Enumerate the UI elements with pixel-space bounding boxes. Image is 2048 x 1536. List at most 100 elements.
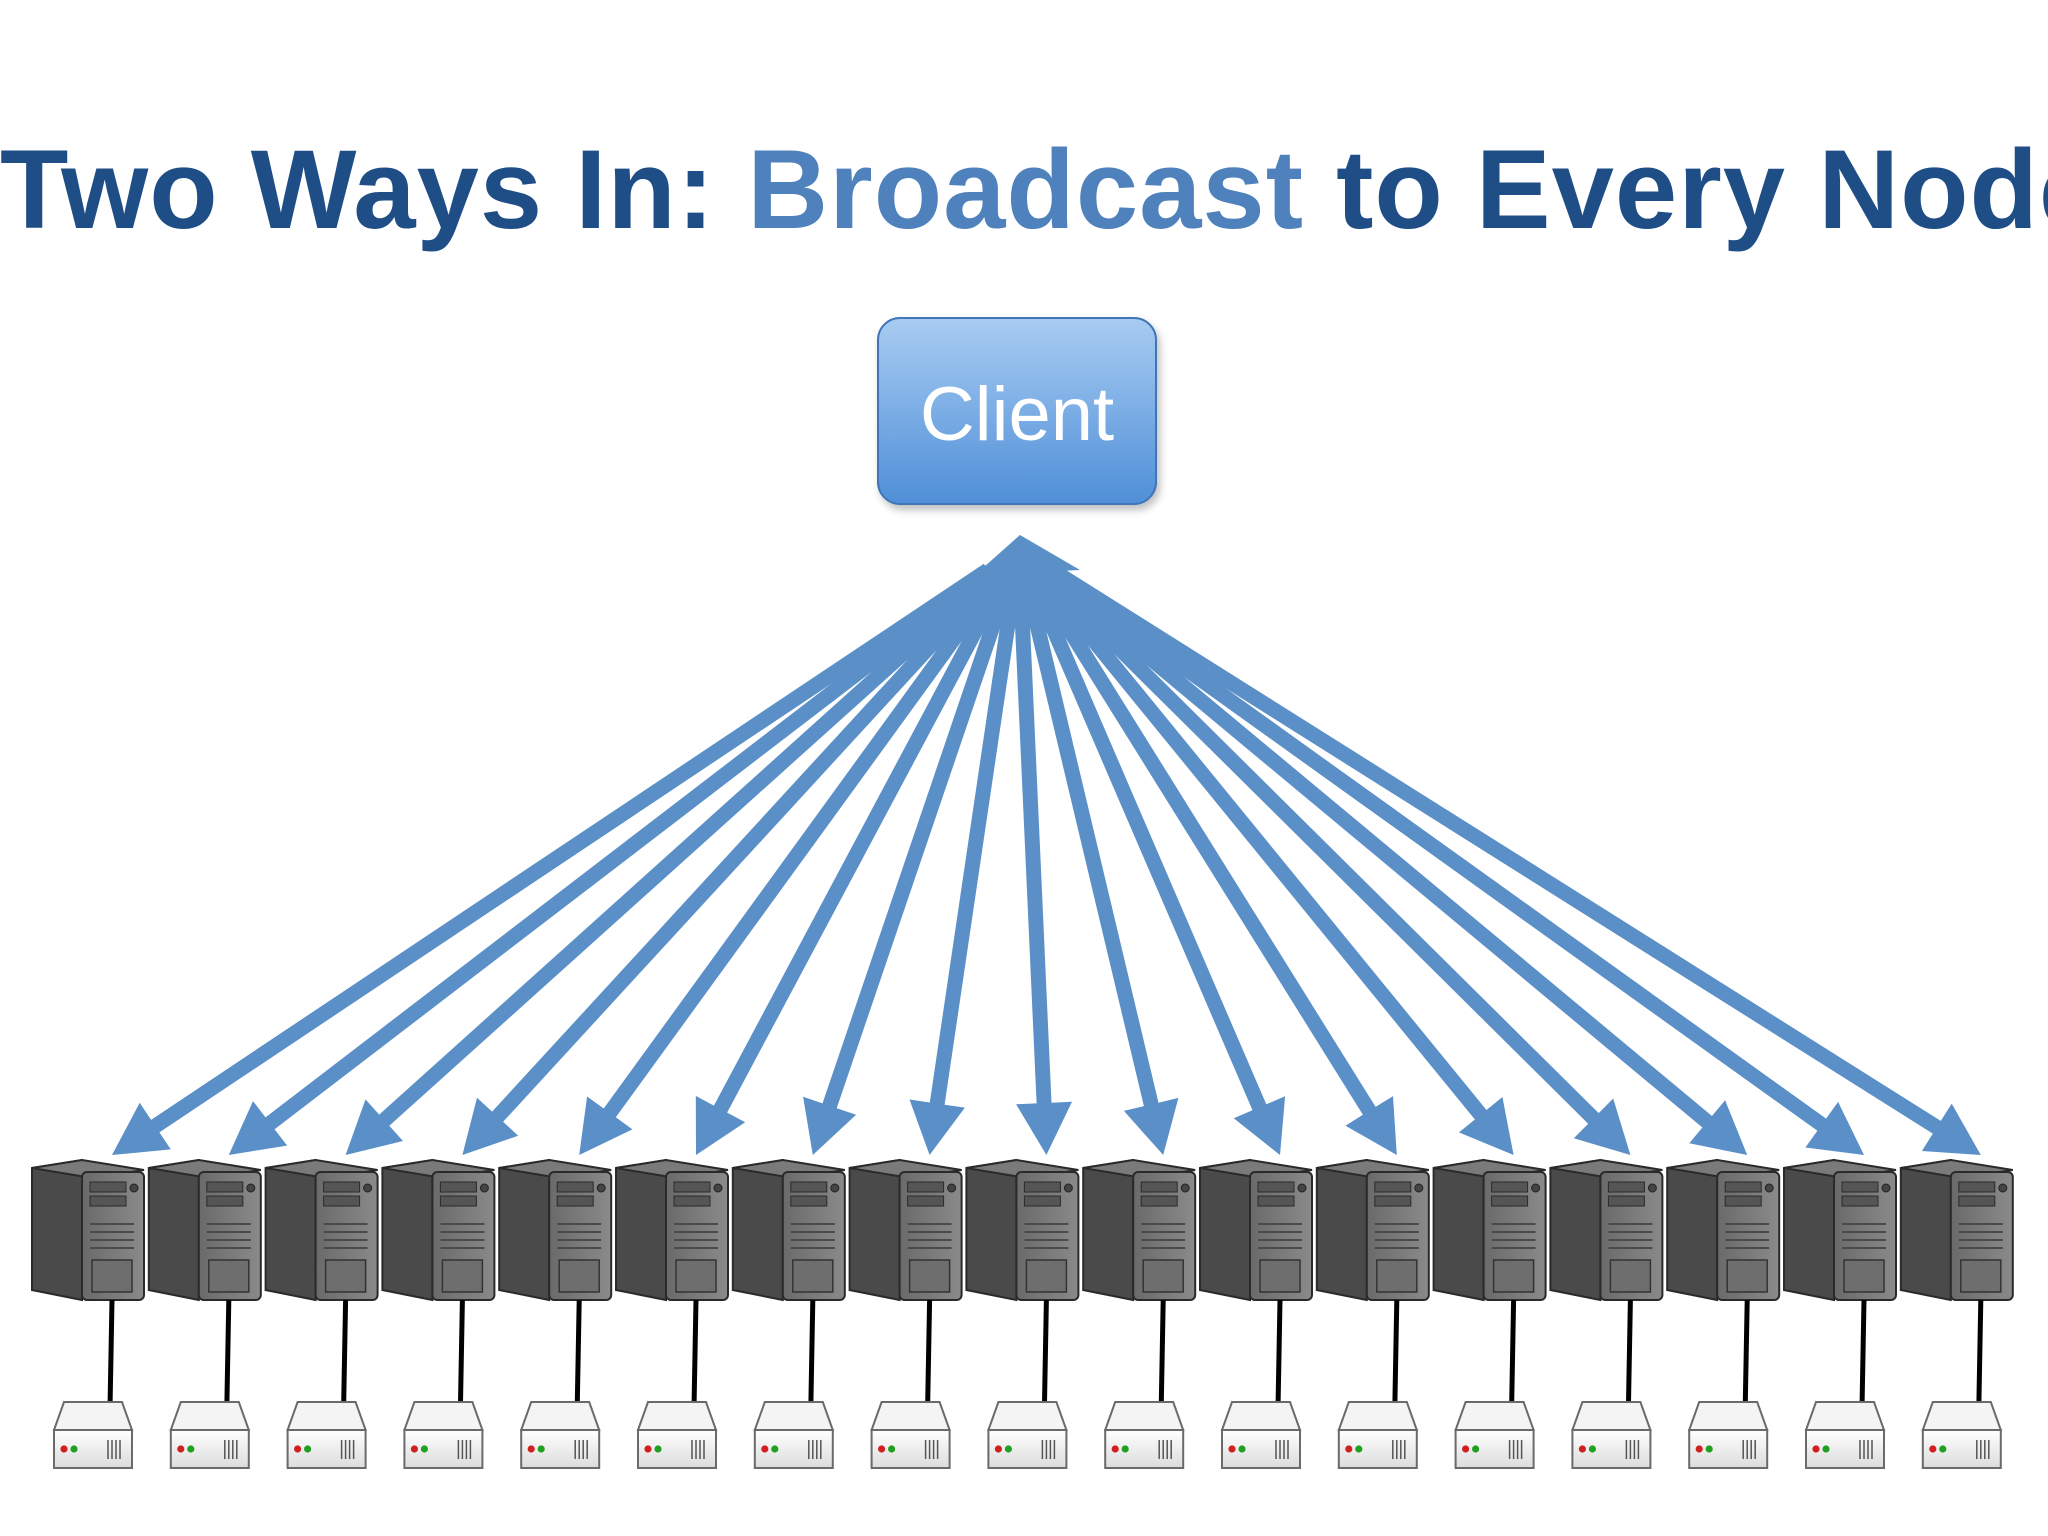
power-button [246, 1183, 256, 1193]
power-button [1414, 1183, 1424, 1193]
drive-bay [439, 1195, 477, 1207]
disk-top [169, 1401, 251, 1431]
disk-led-red [527, 1445, 535, 1453]
server-node[interactable] [1315, 1158, 1430, 1469]
drive-bay [89, 1195, 127, 1207]
broadcast-arrow [1043, 563, 1864, 1155]
disk-led-red [1929, 1445, 1937, 1453]
server-node[interactable] [965, 1158, 1080, 1469]
lower-panel [1492, 1259, 1535, 1293]
power-button [1297, 1183, 1307, 1193]
cable [1625, 1299, 1633, 1409]
drive-bay [790, 1181, 828, 1193]
broadcast-arrow [1039, 564, 1748, 1155]
broadcast-arrow [1030, 565, 1514, 1155]
drive-bay [1140, 1181, 1178, 1193]
disk-led-red [1462, 1445, 1470, 1453]
title-part-2: to Every Node [1303, 127, 2048, 252]
server-node[interactable] [1666, 1158, 1781, 1469]
lower-panel [441, 1259, 484, 1293]
drive-bay [1257, 1181, 1295, 1193]
drive-bay [1607, 1195, 1645, 1207]
server-side [1432, 1158, 1485, 1302]
cable [107, 1299, 115, 1409]
disk-led-red [294, 1445, 302, 1453]
lower-panel [1726, 1259, 1768, 1293]
server-side [31, 1158, 83, 1302]
lower-panel [675, 1259, 717, 1293]
disk-led-green [1822, 1445, 1830, 1453]
server-node[interactable] [1432, 1158, 1547, 1469]
lower-panel [558, 1259, 600, 1293]
drive-bay [790, 1195, 828, 1207]
power-button [1531, 1183, 1541, 1193]
drive-bay [1491, 1181, 1529, 1193]
server-node[interactable] [147, 1158, 262, 1469]
power-button [1063, 1183, 1073, 1193]
disk-led-red [1111, 1445, 1119, 1453]
disk-led-red [761, 1445, 769, 1453]
server-side [1082, 1158, 1135, 1302]
disk-led-green [1238, 1445, 1246, 1453]
disk-top [519, 1401, 601, 1431]
server-side [264, 1158, 317, 1302]
drive-bay [1257, 1195, 1295, 1207]
server-node[interactable] [848, 1158, 963, 1469]
lower-panel [1843, 1259, 1885, 1293]
disk-top [753, 1401, 835, 1431]
server-node[interactable] [1082, 1158, 1197, 1469]
cable [1742, 1299, 1750, 1409]
drive-bay [1958, 1181, 1996, 1193]
server-node[interactable] [498, 1158, 613, 1469]
power-button [1764, 1183, 1774, 1193]
drive-bay [1374, 1195, 1412, 1207]
client-box[interactable]: Client [877, 317, 1157, 505]
drive-bay [556, 1195, 594, 1207]
power-button [713, 1183, 723, 1193]
drive-bay [1374, 1181, 1412, 1193]
disk-led-green [420, 1445, 428, 1453]
cable [574, 1299, 582, 1409]
disk-led-red [1578, 1445, 1586, 1453]
server-node[interactable] [31, 1158, 145, 1469]
server-node[interactable] [1199, 1158, 1313, 1469]
server-node[interactable] [1899, 1158, 2014, 1469]
lower-panel [908, 1259, 951, 1293]
disk-top [1687, 1401, 1769, 1431]
disk-led-green [1472, 1445, 1480, 1453]
disk-top [1804, 1401, 1886, 1431]
server-node[interactable] [264, 1158, 379, 1469]
power-button [1180, 1183, 1190, 1193]
power-button [479, 1183, 489, 1193]
drive-bay [323, 1195, 361, 1207]
server-node[interactable] [381, 1158, 496, 1469]
broadcast-arrow [1034, 564, 1631, 1155]
disk-led-green [1939, 1445, 1947, 1453]
drive-bay [1491, 1195, 1529, 1207]
disk-led-green [888, 1445, 896, 1453]
lower-panel [208, 1259, 250, 1293]
slide-title: Two Ways In: Broadcast to Every Node [0, 128, 2048, 251]
cable [1158, 1299, 1166, 1409]
disk-led-red [1812, 1445, 1820, 1453]
disk-led-green [771, 1445, 779, 1453]
server-node[interactable] [731, 1158, 846, 1469]
cable [691, 1299, 699, 1409]
drive-bay [673, 1181, 711, 1193]
server-node[interactable] [1549, 1158, 1664, 1469]
lower-panel [1376, 1259, 1418, 1293]
disk-top [286, 1401, 368, 1431]
disk-led-green [654, 1445, 662, 1453]
server-node[interactable] [615, 1158, 729, 1469]
drive-bay [1841, 1181, 1879, 1193]
disk-led-green [1355, 1445, 1363, 1453]
server-node[interactable] [1783, 1158, 1897, 1469]
drive-bay [1140, 1195, 1178, 1207]
drive-bay [1023, 1181, 1061, 1193]
disk-led-red [60, 1445, 68, 1453]
broadcast-arrow [579, 565, 1011, 1155]
drive-bay [439, 1181, 477, 1193]
drive-bay [1023, 1195, 1061, 1207]
